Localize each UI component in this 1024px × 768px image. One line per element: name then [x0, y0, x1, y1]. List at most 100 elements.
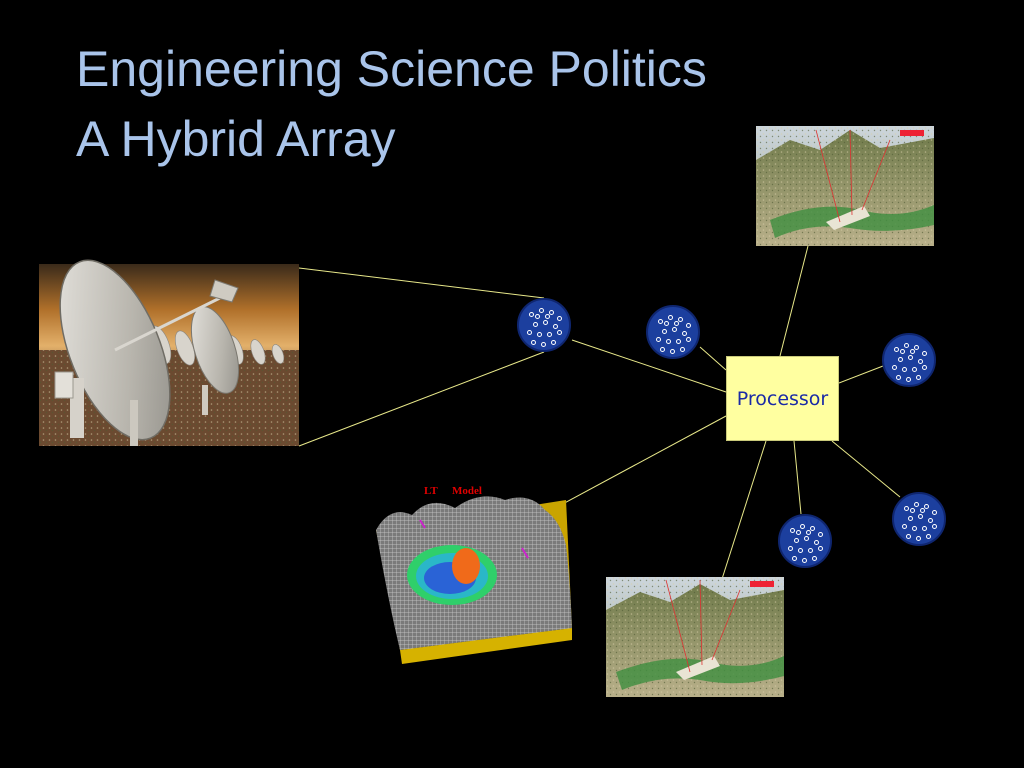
- station-dot: [676, 339, 681, 344]
- terrain-label-lt: LT: [424, 485, 438, 497]
- station-icon-1: [517, 298, 571, 352]
- station-dot: [539, 308, 544, 313]
- station-icon-4: [892, 492, 946, 546]
- station-dot: [541, 342, 546, 347]
- station-dot: [922, 526, 927, 531]
- station-dot: [818, 532, 823, 537]
- station-dot: [535, 314, 540, 319]
- station-dot: [806, 530, 811, 535]
- station-dot: [932, 524, 937, 529]
- station-dot: [810, 526, 815, 531]
- station-dot: [912, 526, 917, 531]
- station-dot: [910, 349, 915, 354]
- station-dot: [892, 365, 897, 370]
- station-dot: [672, 327, 677, 332]
- station-dot: [920, 508, 925, 513]
- station-dot: [792, 556, 797, 561]
- station-dot: [686, 337, 691, 342]
- station-dot: [906, 534, 911, 539]
- processor-label: Processor: [736, 387, 829, 410]
- station-dot: [916, 375, 921, 380]
- station-dot: [682, 331, 687, 336]
- connector-station-4-to-processor: [831, 440, 901, 498]
- station-dot: [545, 314, 550, 319]
- station-dot: [908, 355, 913, 360]
- processor-box: Processor: [726, 356, 839, 441]
- connector-dish-to-station-1-upper: [298, 267, 545, 299]
- station-dot: [918, 514, 923, 519]
- station-dot: [916, 536, 921, 541]
- connector-terrain-to-processor: [545, 415, 727, 514]
- station-dot: [898, 357, 903, 362]
- station-dot: [918, 359, 923, 364]
- station-dot: [543, 320, 548, 325]
- station-dot: [549, 310, 554, 315]
- station-dot: [529, 312, 534, 317]
- station-dot: [800, 524, 805, 529]
- station-dot: [658, 319, 663, 324]
- station-dot: [894, 347, 899, 352]
- slide-title-line-2: A Hybrid Array: [76, 111, 396, 167]
- station-dot: [794, 538, 799, 543]
- station-dot: [790, 528, 795, 533]
- station-dot: [900, 349, 905, 354]
- station-dot: [914, 502, 919, 507]
- station-dot: [812, 556, 817, 561]
- connector-station-3-to-processor: [838, 365, 884, 384]
- station-dot: [664, 321, 669, 326]
- station-dot: [902, 367, 907, 372]
- connector-lines: [298, 245, 901, 580]
- station-dot: [896, 375, 901, 380]
- station-dot: [932, 510, 937, 515]
- valley-reflector-top-image: [756, 126, 934, 246]
- station-dot: [557, 330, 562, 335]
- station-dot: [902, 524, 907, 529]
- connector-dish-to-station-1-lower: [298, 351, 545, 447]
- station-dot: [668, 315, 673, 320]
- slide-title-line-1: Engineering Science Politics: [76, 41, 707, 97]
- station-dot: [912, 367, 917, 372]
- station-dot: [922, 351, 927, 356]
- station-dot: [924, 504, 929, 509]
- station-dot: [557, 316, 562, 321]
- connector-station-2-to-processor: [699, 346, 727, 371]
- station-icon-3: [882, 333, 936, 387]
- station-dot: [660, 347, 665, 352]
- station-dot: [818, 546, 823, 551]
- station-dot: [796, 530, 801, 535]
- connector-valley-bottom-to-processor: [721, 440, 767, 580]
- station-dot: [686, 323, 691, 328]
- terrain-label-model: Model: [452, 485, 482, 497]
- valley-reflector-bottom-image: [606, 577, 784, 697]
- connector-station-1-to-processor: [571, 339, 727, 393]
- station-dot: [547, 332, 552, 337]
- station-dot: [537, 332, 542, 337]
- dish-array-photo: [39, 259, 299, 446]
- station-dot: [656, 337, 661, 342]
- station-dot: [922, 365, 927, 370]
- station-dot: [928, 518, 933, 523]
- station-dot: [666, 339, 671, 344]
- connector-station-5-to-processor: [793, 440, 802, 515]
- station-dot: [914, 345, 919, 350]
- station-icon-5: [778, 514, 832, 568]
- station-dot: [804, 536, 809, 541]
- station-dot: [678, 317, 683, 322]
- station-dot: [910, 508, 915, 513]
- station-dot: [798, 548, 803, 553]
- station-dot: [926, 534, 931, 539]
- station-dot: [662, 329, 667, 334]
- station-dot: [908, 516, 913, 521]
- station-dot: [906, 377, 911, 382]
- station-dot: [670, 349, 675, 354]
- station-dot: [904, 506, 909, 511]
- station-dot: [802, 558, 807, 563]
- station-dot: [527, 330, 532, 335]
- station-dot: [680, 347, 685, 352]
- terrain-model-image: [376, 496, 572, 664]
- station-icon-2: [646, 305, 700, 359]
- station-dot: [674, 321, 679, 326]
- station-dot: [788, 546, 793, 551]
- station-dot: [814, 540, 819, 545]
